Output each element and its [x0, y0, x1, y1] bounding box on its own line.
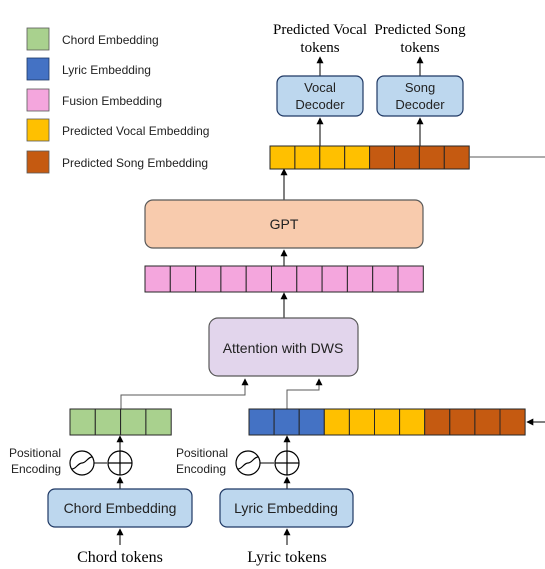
lyric-seq-cell-lyric [273, 408, 300, 436]
song-tokens-label-line1: Predicted Song [374, 22, 466, 38]
output-cell-vocal [269, 145, 296, 170]
chord-cell-chord [145, 408, 172, 436]
legend-swatch-chord [26, 27, 50, 51]
legend-label-lyric: Lyric Embedding [62, 63, 151, 77]
chord-tokens-label: Chord tokens [77, 549, 163, 566]
output-cell-vocal [294, 145, 321, 170]
fusion-cell-fusion [346, 265, 374, 293]
attention-with-dws-block: Attention with DWS [208, 317, 359, 377]
lyric-input-sequence [248, 408, 526, 436]
output-cell-song [418, 145, 445, 170]
lyric-seq-cell-vocal [348, 408, 375, 436]
output-cell-vocal [319, 145, 346, 170]
legend-label-fusion: Fusion Embedding [62, 94, 162, 108]
gpt-block: GPT [144, 199, 424, 249]
chord-cell-chord [69, 408, 96, 436]
lyric-seq-cell-song [449, 408, 476, 436]
output-cell-song [394, 145, 420, 170]
lyric-seq-cell-lyric [248, 408, 275, 436]
fusion-cell-fusion [271, 265, 298, 293]
lyric-seq-cell-song [424, 408, 451, 436]
legend-swatch-fusion [26, 88, 50, 112]
chord-embedding-block: Chord Embedding [47, 488, 193, 528]
song-decoder: Song Decoder [376, 75, 464, 117]
lyric-seq-cell-song [474, 408, 501, 436]
legend-item-chord: Chord Embedding [26, 27, 159, 51]
chord-add-icon [107, 450, 133, 476]
fusion-cell-fusion [296, 265, 323, 293]
chord-positional-wave-icon [69, 450, 95, 476]
fusion-embedding-sequence [144, 265, 424, 293]
fusion-cell-fusion [169, 265, 197, 293]
fusion-cell-fusion [245, 265, 272, 293]
lyric-positional-label-line1: Positional [176, 446, 228, 460]
vocal-decoder: Vocal Decoder [276, 75, 364, 117]
legend-item-song: Predicted Song Embedding [26, 150, 208, 174]
lyric-seq-cell-song [499, 408, 526, 436]
fusion-cell-fusion [397, 265, 424, 293]
song-tokens-label-line2: tokens [400, 40, 439, 56]
fusion-cell-fusion [321, 265, 348, 293]
lyric-positional-label-line2: Encoding [176, 462, 226, 476]
song-decoder-label-line1: Song [405, 80, 435, 95]
lyric-seq-cell-vocal [374, 408, 401, 436]
vocal-decoder-label-line1: Vocal [304, 80, 336, 95]
legend-label-vocal: Predicted Vocal Embedding [62, 124, 209, 138]
legend-label-song: Predicted Song Embedding [62, 156, 208, 170]
fusion-cell-fusion [220, 265, 247, 293]
vocal-tokens-label-line1: Predicted Vocal [273, 22, 367, 38]
legend-item-lyric: Lyric Embedding [26, 57, 151, 81]
output-cell-vocal [344, 145, 371, 170]
fusion-cell-fusion [372, 265, 399, 293]
chord-cell-chord [120, 408, 147, 436]
output-cell-song [369, 145, 396, 170]
output-cell-song [443, 145, 470, 170]
legend-item-fusion: Fusion Embedding [26, 88, 162, 112]
lyric-positional-wave-icon [235, 450, 261, 476]
chord-cell-chord [94, 408, 122, 436]
attention-label: Attention with DWS [223, 340, 344, 356]
legend-swatch-lyric [26, 57, 50, 81]
lyric-seq-cell-lyric [298, 408, 325, 436]
legend-swatch-vocal [26, 118, 50, 142]
lyric-embedding-label: Lyric Embedding [234, 500, 338, 516]
lyric-seq-cell-vocal [323, 408, 350, 436]
chord-positional-label-line2: Encoding [11, 462, 61, 476]
lyric-tokens-label: Lyric tokens [247, 549, 327, 566]
lyric-seq-cell-vocal [399, 408, 426, 436]
legend: Chord Embedding Lyric Embedding Fusion E… [26, 27, 209, 174]
lyric-add-icon [274, 450, 300, 476]
chord-embedding-label: Chord Embedding [64, 500, 177, 516]
gpt-label: GPT [270, 216, 299, 232]
fusion-cell-fusion [195, 265, 222, 293]
chord-to-attention-connector [120, 378, 249, 409]
lyric-embedding-block: Lyric Embedding [219, 488, 354, 528]
legend-label-chord: Chord Embedding [62, 33, 159, 47]
vocal-decoder-label-line2: Decoder [295, 97, 345, 112]
vocal-tokens-label-line2: tokens [300, 40, 339, 56]
legend-item-vocal: Predicted Vocal Embedding [26, 118, 209, 142]
legend-swatch-song [26, 150, 50, 174]
song-decoder-label-line2: Decoder [395, 97, 445, 112]
chord-embedding-sequence [69, 408, 172, 436]
chord-positional-label-line1: Positional [9, 446, 61, 460]
lyric-to-attention-connector [286, 378, 323, 409]
fusion-cell-fusion [144, 265, 171, 293]
output-embedding-sequence [269, 145, 470, 170]
